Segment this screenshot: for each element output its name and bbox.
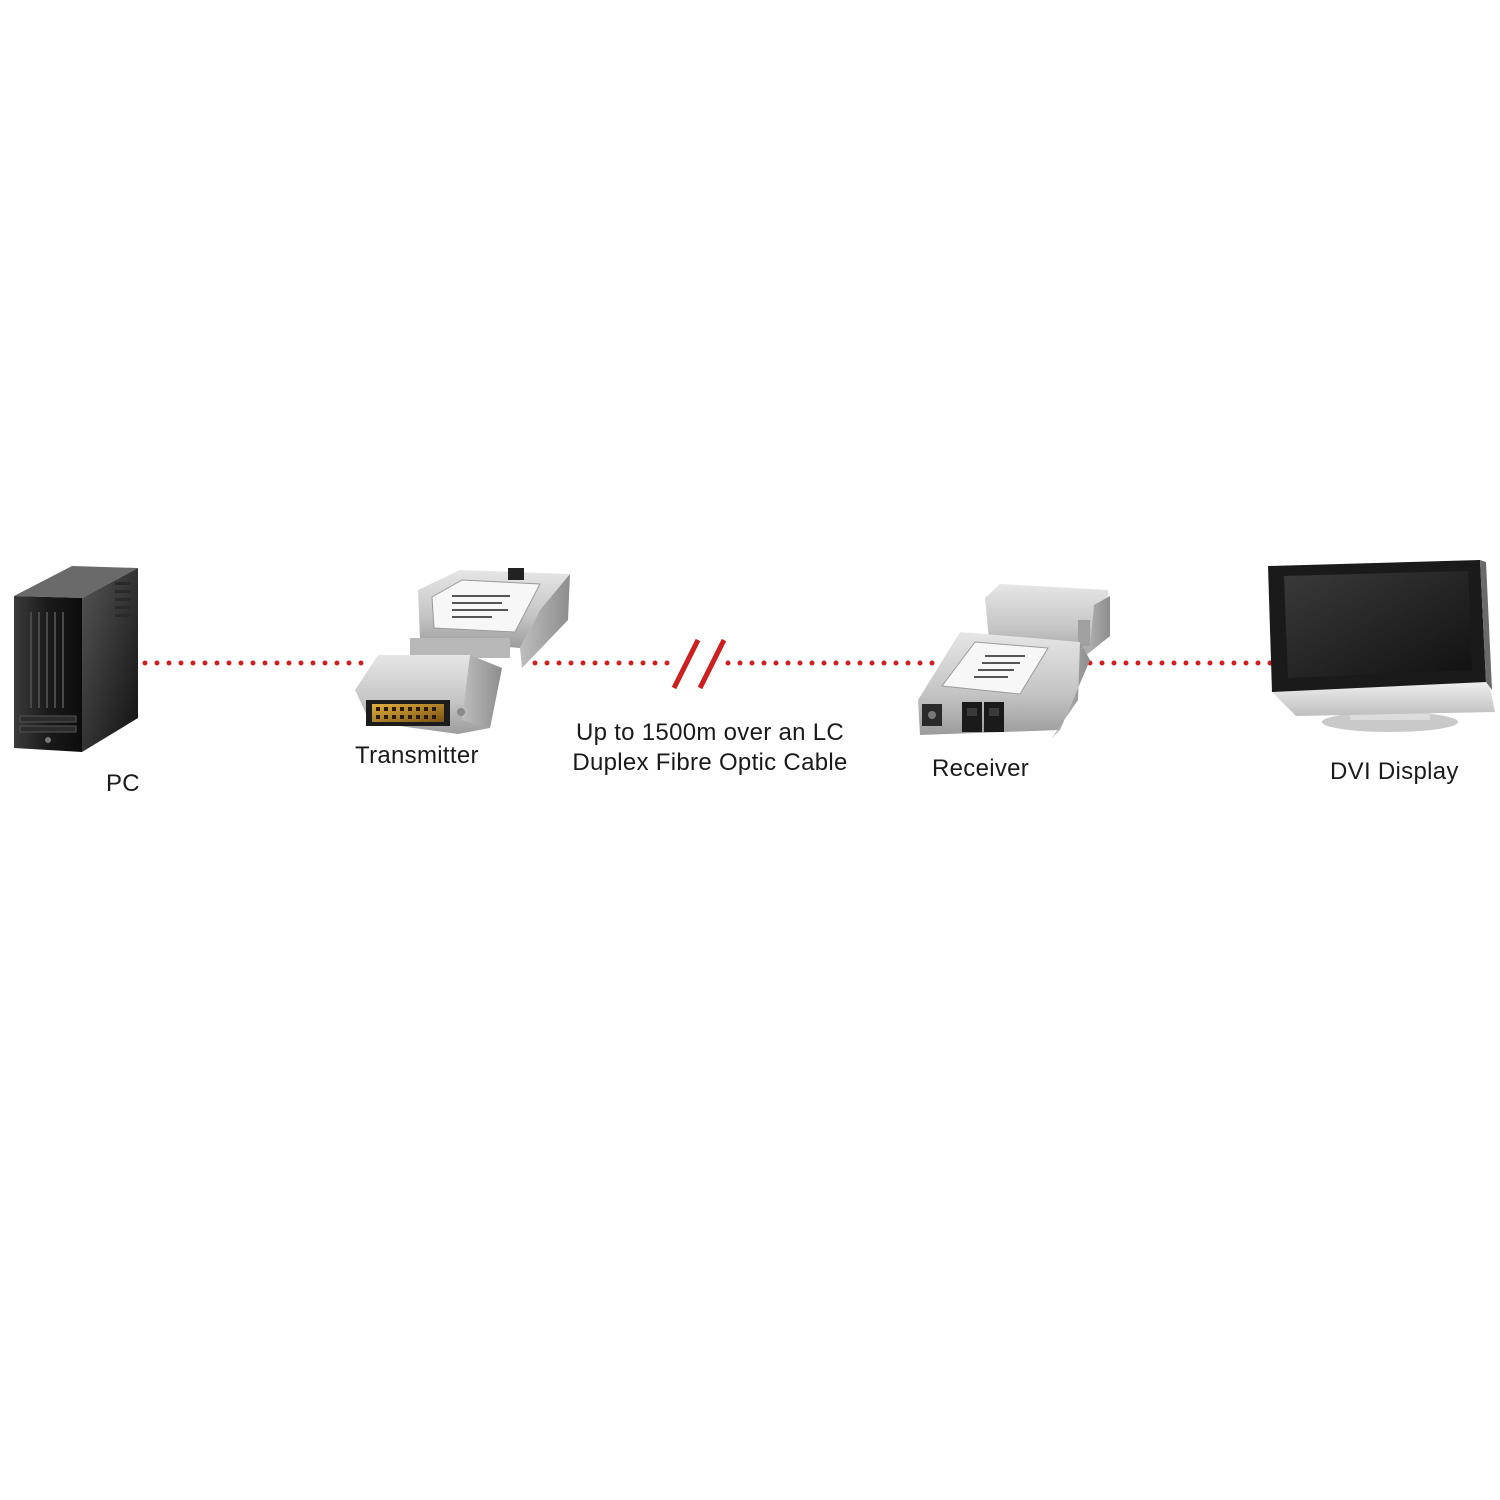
display-label: DVI Display xyxy=(1330,758,1459,785)
pc-tower-icon xyxy=(14,566,138,752)
dvi-receiver-icon xyxy=(918,584,1110,738)
cable-description-line-2: Duplex Fibre Optic Cable xyxy=(572,749,848,776)
pc-label: PC xyxy=(106,770,140,797)
transmitter-label: Transmitter xyxy=(355,742,479,769)
dvi-transmitter-icon xyxy=(355,568,570,734)
receiver-label: Receiver xyxy=(932,755,1030,782)
cable-description-line-1: Up to 1500m over an LC xyxy=(575,719,845,746)
cable-break-icon xyxy=(671,638,727,690)
flat-panel-display-icon xyxy=(1268,560,1495,732)
cable-description: Up to 1500m over an LC Duplex Fibre Opti… xyxy=(545,718,875,778)
